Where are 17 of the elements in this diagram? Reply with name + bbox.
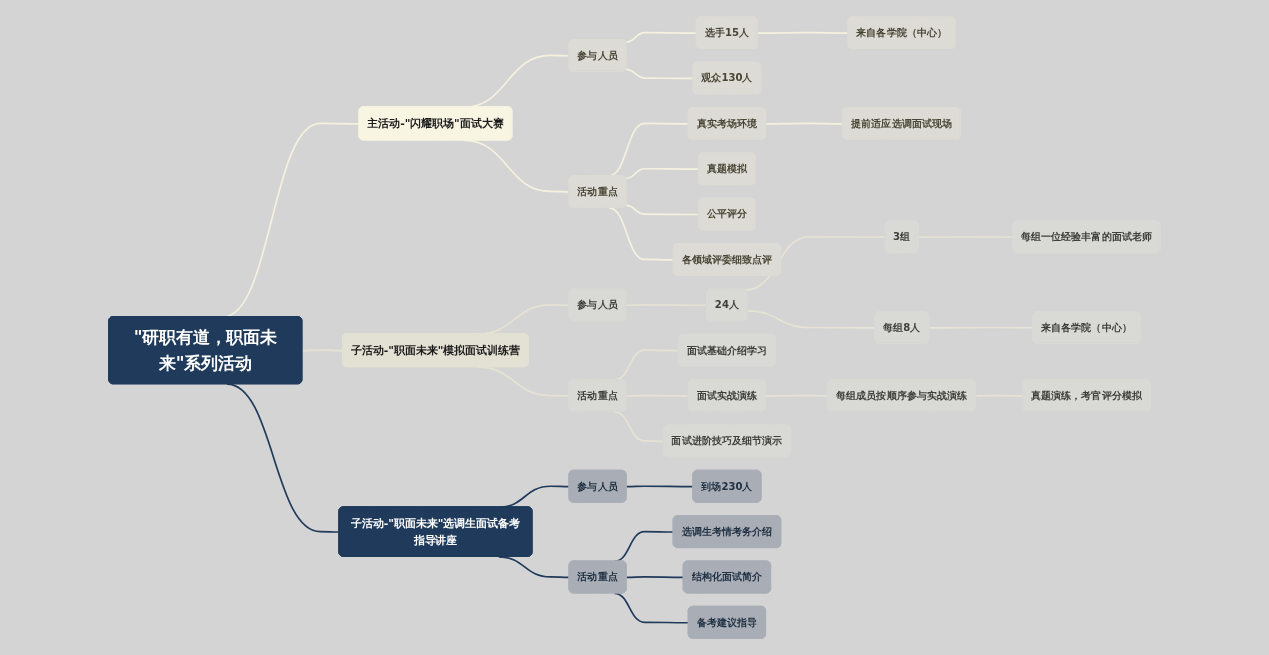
connector: [625, 576, 685, 579]
node-text: 真题演练，考官评分模拟: [1030, 389, 1142, 402]
connector: [608, 206, 675, 261]
connector: [625, 167, 700, 180]
node-text: 3组: [893, 230, 911, 243]
node-text: 活动重点: [577, 389, 618, 402]
node-text: 参与人员: [577, 298, 618, 311]
node-text: 面试基础介绍学习: [686, 344, 768, 357]
node-text: 面试进阶技巧及细节演示: [671, 435, 783, 447]
node-text: 面试实战演练: [696, 389, 758, 402]
node-text: 每组8人: [882, 321, 921, 334]
node-text: 来自各学院（中心）: [1041, 321, 1132, 334]
node-text: 24人: [714, 298, 739, 311]
node-text: 每组一位经验丰富的面试老师: [1020, 230, 1152, 243]
node-text: 每组成员按顺序参与实战演练: [836, 389, 968, 402]
connector: [625, 31, 698, 44]
connector: [625, 204, 700, 216]
